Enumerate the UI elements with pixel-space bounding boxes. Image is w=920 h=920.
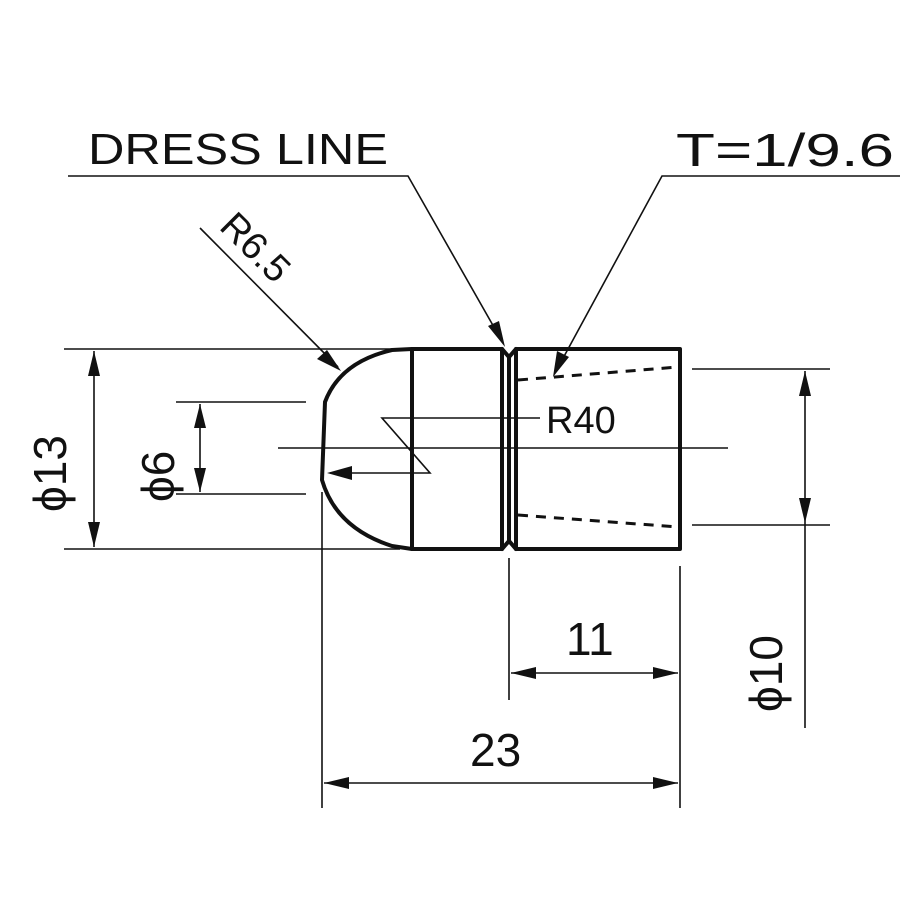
part-outline <box>320 347 682 551</box>
dome-radius-leader <box>330 417 540 474</box>
dim11-arrow-left <box>511 667 536 679</box>
taper-shank-outline <box>514 347 682 551</box>
dim23-arrow-right <box>653 777 678 789</box>
tip-radius-leader <box>199 227 339 368</box>
length-23-label: 23 <box>470 724 521 776</box>
dia-13-label: ϕ13 <box>24 435 76 512</box>
taper-hidden-line-top <box>517 365 679 382</box>
dim10-arrow-top <box>799 371 811 396</box>
dim10-arrow-bottom <box>799 498 811 523</box>
tip-radius-arrowhead <box>317 350 341 371</box>
dimensions <box>64 348 830 808</box>
dia-6-label: ϕ6 <box>132 451 184 502</box>
taper-hidden-line-bottom <box>517 513 679 529</box>
leaders <box>68 175 900 480</box>
taper-arrowhead <box>553 351 569 377</box>
dress-line-groove <box>500 347 518 551</box>
cylinder-body-outline <box>410 347 504 551</box>
dim13-arrow-top <box>88 351 100 376</box>
dim11-arrow-right <box>653 667 678 679</box>
length-11-label: 11 <box>566 613 614 665</box>
taper-label: T=1/9.6 <box>676 124 894 176</box>
tip-dome-outline <box>320 347 414 551</box>
dim6-arrow-bottom <box>194 468 206 492</box>
dome-radius-arrowhead <box>327 466 352 480</box>
tip-radius-label: R6.5 <box>212 205 298 291</box>
dome-radius-label: R40 <box>546 400 616 442</box>
taper-leader <box>554 175 900 374</box>
dim13-arrow-bottom <box>88 522 100 547</box>
dim23-arrow-left <box>324 777 349 789</box>
dim6-arrow-top <box>194 404 206 428</box>
dress-line-label: DRESS LINE <box>88 125 388 174</box>
dress-line-arrowhead <box>488 321 505 347</box>
dress-line-leader <box>68 175 504 344</box>
dia-10-label: ϕ10 <box>740 635 792 712</box>
